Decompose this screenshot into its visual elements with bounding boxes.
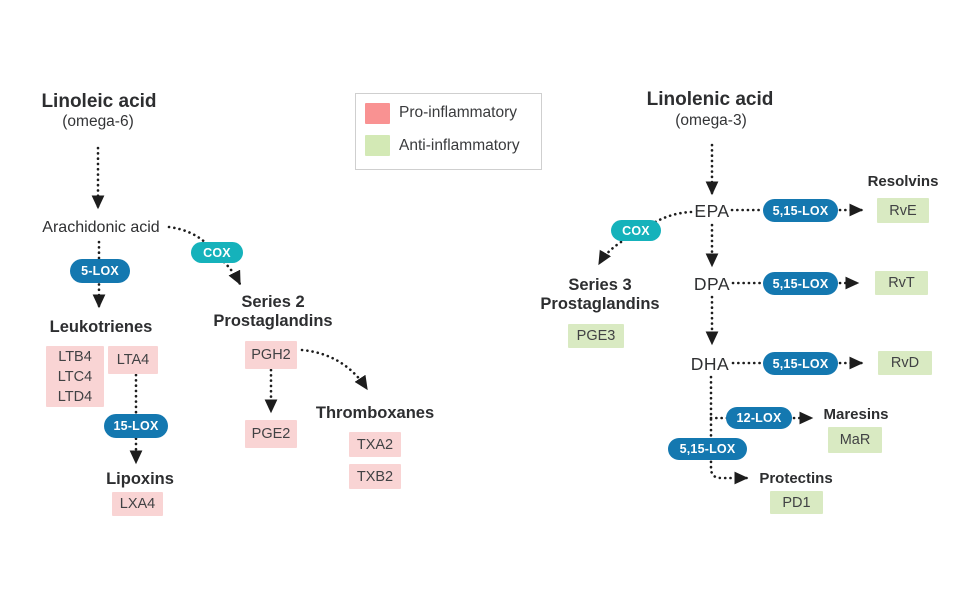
enzyme-12-lox: 12-LOX: [726, 407, 792, 429]
series2-heading: Series 2 Prostaglandins: [213, 293, 332, 331]
arrow-cox-to-series2: [222, 260, 242, 286]
maresins-heading: Maresins: [823, 406, 889, 423]
arrow-cox-to-series3: [597, 240, 623, 266]
lta4-box: LTA4: [108, 346, 158, 374]
legend-pro-label: Pro-inflammatory: [399, 104, 517, 121]
enzyme-515-lox-epa: 5,15-LOX: [763, 199, 838, 222]
rvt-box: RvT: [875, 271, 928, 295]
pge2-box: PGE2: [245, 420, 297, 448]
pge3-box: PGE3: [568, 324, 624, 348]
pd1-box: PD1: [770, 491, 823, 514]
legend-anti-swatch: [365, 135, 390, 156]
series3-heading: Series 3 Prostaglandins: [540, 276, 659, 314]
series2-heading-line1: Series 2: [241, 293, 305, 311]
series3-heading-line2: Prostaglandins: [540, 295, 660, 313]
omega6-title: Linoleic acid: [41, 91, 157, 112]
enzyme-cox-omega6: COX: [191, 242, 243, 263]
leukotrienes-box: LTB4 LTC4 LTD4: [46, 346, 104, 407]
arrow-dha-to-protectins: [709, 375, 749, 485]
legend-anti-label: Anti-inflammatory: [399, 137, 520, 154]
omega6-subtitle: (omega-6): [62, 113, 134, 130]
enzyme-cox-omega3: COX: [611, 220, 661, 241]
arachidonic-acid-label: Arachidonic acid: [42, 219, 160, 236]
resolvins-heading: Resolvins: [867, 173, 939, 190]
epa-label: EPA: [694, 201, 730, 221]
leukotrienes-heading: Leukotrienes: [49, 318, 153, 336]
enzyme-15-lox: 15-LOX: [104, 414, 168, 438]
ltd4-label: LTD4: [57, 388, 93, 405]
enzyme-5-lox: 5-LOX: [70, 259, 130, 283]
rve-box: RvE: [877, 198, 929, 223]
ltc4-label: LTC4: [57, 368, 93, 385]
arrow-pgh2-to-thromboxanes: [300, 348, 369, 391]
mar-box: MaR: [828, 427, 882, 453]
pgh2-box: PGH2: [245, 341, 297, 369]
lxa4-box: LXA4: [112, 492, 163, 516]
arrow-arachidonic-to-cox: [167, 225, 209, 246]
txb2-box: TXB2: [349, 464, 401, 489]
thromboxanes-heading: Thromboxanes: [315, 404, 435, 422]
dha-label: DHA: [690, 354, 730, 374]
txa2-box: TXA2: [349, 432, 401, 457]
series2-heading-line2: Prostaglandins: [213, 312, 333, 330]
enzyme-515-lox-dha: 5,15-LOX: [763, 352, 838, 375]
legend-pro-swatch: [365, 103, 390, 124]
lipoxins-heading: Lipoxins: [106, 470, 174, 488]
series3-heading-line1: Series 3: [568, 276, 632, 294]
protectins-heading: Protectins: [759, 470, 833, 487]
ltb4-label: LTB4: [58, 348, 92, 365]
enzyme-515-lox-bottom: 5,15-LOX: [668, 438, 747, 460]
rvd-box: RvD: [878, 351, 932, 375]
enzyme-515-lox-dpa: 5,15-LOX: [763, 272, 838, 295]
omega3-subtitle: (omega-3): [675, 112, 747, 129]
omega3-title: Linolenic acid: [646, 89, 774, 110]
dpa-label: DPA: [693, 274, 731, 294]
